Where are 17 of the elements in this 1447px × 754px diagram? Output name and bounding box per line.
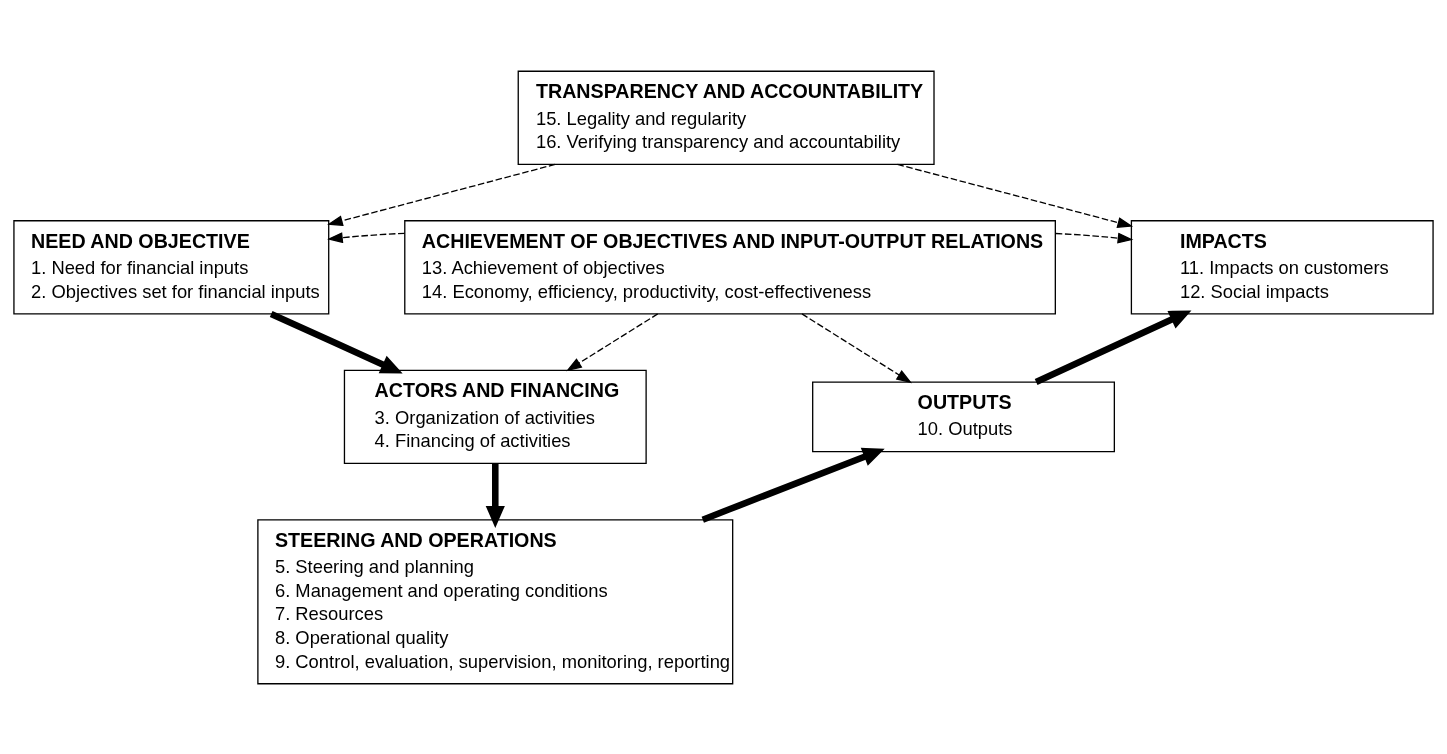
node-box: OUTPUTS 10. Outputs [812,380,1115,452]
node-box: IMPACTS 11. Impacts on customers 12. Social impacts [1130,219,1434,315]
arrow [801,312,913,383]
arrow [327,231,406,243]
arrow [1034,309,1192,385]
node-box: ACHIEVEMENT OF OBJECTIVES AND INPUT-OUTPUT RELATIONS 13. Achievement of objectives 14. Economy, efficiency, productivity, cost-effectiveness [404,219,1056,315]
node-box: NEED AND OBJECTIVE 1. Need for financial inputs 2. Objectives set for financial inputs [13,219,330,315]
node-box: ACTORS AND FINANCING 3. Organization of activities 4. Financing of activities [343,369,647,464]
node-box: STEERING AND OPERATIONS 5. Steering and planning 6. Management and operating conditions 7. Resources 8. Operational quality 9. Control, evaluation, supervision, monitoring, reporting [257,518,734,684]
arrow [327,163,556,226]
arrow [896,163,1134,228]
arrow [566,312,659,371]
arrow [269,310,403,374]
arrow [701,447,885,523]
arrow [1055,232,1134,244]
node-box: TRANSPARENCY AND ACCOUNTABILITY 15. Legality and regularity 16. Verifying transparency and accountability [517,70,935,165]
arrow [485,463,505,528]
